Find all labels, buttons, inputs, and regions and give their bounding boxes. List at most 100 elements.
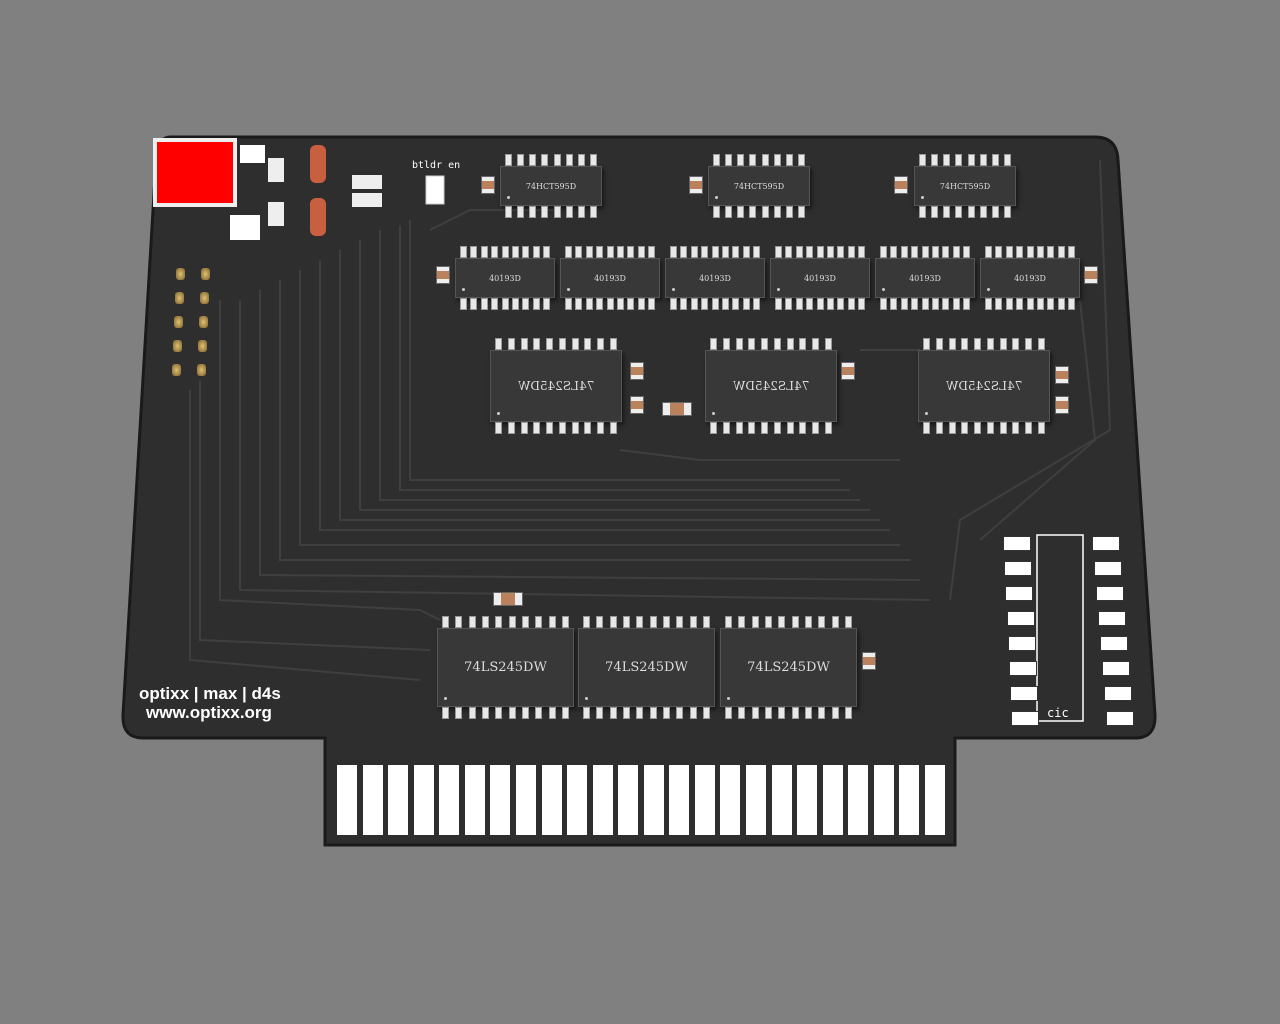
cic-pad	[1094, 561, 1122, 576]
chip-label: 74LS245DW	[517, 379, 595, 393]
cic-pad	[1106, 711, 1134, 726]
edge-connector-finger	[362, 765, 383, 835]
ic-chip: 74LS245DW	[490, 338, 622, 434]
chip-label: 40193D	[1014, 273, 1046, 283]
pin1-marker	[715, 196, 718, 199]
ic-chip: 74HCT595D	[914, 154, 1016, 218]
ic-pins	[985, 298, 1075, 310]
pin1-marker	[727, 697, 730, 700]
ic-pins	[710, 422, 832, 434]
ic-pins	[919, 206, 1011, 218]
pin1-marker	[567, 288, 570, 291]
edge-connector-finger	[873, 765, 894, 835]
ic-pins	[775, 246, 865, 258]
ic-pins	[985, 246, 1075, 258]
ic-pins	[460, 298, 550, 310]
diode	[310, 145, 326, 183]
edge-connector-finger	[567, 765, 588, 835]
edge-connector-finger	[643, 765, 664, 835]
header-pin	[197, 364, 206, 376]
edge-connector-finger	[797, 765, 818, 835]
ic-chip: 74LS245DW	[720, 616, 857, 719]
ic-pins	[565, 298, 655, 310]
pin1-marker	[462, 288, 465, 291]
credit-line-1: optixx | max | d4s	[139, 684, 281, 703]
header-pin	[173, 340, 182, 352]
chip-label: 40193D	[489, 273, 521, 283]
edge-connector-finger	[337, 765, 357, 835]
ic-pins	[505, 206, 597, 218]
capacitor	[1055, 366, 1069, 384]
ic-pins	[880, 246, 970, 258]
ic-chip: 74LS245DW	[918, 338, 1050, 434]
capacitor	[862, 652, 876, 670]
pin1-marker	[882, 288, 885, 291]
cic-pad	[1007, 636, 1036, 651]
edge-connector-finger	[925, 765, 945, 835]
credit-line-2: www.optixx.org	[146, 703, 272, 722]
cic-pad	[1104, 686, 1132, 701]
edge-connector-finger	[771, 765, 792, 835]
ic-pins	[583, 707, 710, 719]
ic-pins	[923, 422, 1045, 434]
capacitor	[689, 176, 703, 194]
pin1-marker	[507, 196, 510, 199]
capacitor	[436, 266, 450, 284]
edge-connector-finger	[464, 765, 485, 835]
ic-pins	[725, 616, 852, 628]
ic-chip: 74LS245DW	[578, 616, 715, 719]
edge-connector-finger	[899, 765, 920, 835]
capacitor	[493, 592, 523, 606]
pin1-marker	[777, 288, 780, 291]
pin1-marker	[921, 196, 924, 199]
bootloader-jumper	[425, 175, 445, 205]
pin1-marker	[925, 412, 928, 415]
ic-pins	[460, 246, 550, 258]
ic-pins	[442, 707, 569, 719]
header-pin	[175, 292, 184, 304]
chip-label: 74HCT595D	[939, 181, 991, 191]
capacitor	[630, 396, 644, 414]
ic-pins	[713, 154, 805, 166]
chip-label: 40193D	[909, 273, 941, 283]
ic-pins	[713, 206, 805, 218]
edge-connector-finger	[490, 765, 511, 835]
ic-chip: 74HCT595D	[708, 154, 810, 218]
diode	[310, 198, 326, 236]
edge-connector-finger	[694, 765, 715, 835]
header-pin	[200, 292, 209, 304]
edge-connector-finger	[669, 765, 690, 835]
ic-pins	[880, 298, 970, 310]
chip-label: 74LS245DW	[732, 379, 810, 393]
cic-pad	[1096, 586, 1124, 601]
ic-pins	[670, 298, 760, 310]
usb-connector	[153, 138, 237, 207]
ic-chip: 40193D	[875, 246, 975, 310]
capacitor	[630, 362, 644, 380]
ic-chip: 40193D	[770, 246, 870, 310]
ic-chip: 74LS245DW	[437, 616, 574, 719]
pin1-marker	[672, 288, 675, 291]
header-pin	[199, 316, 208, 328]
edge-connector-finger	[618, 765, 639, 835]
ic-pins	[565, 246, 655, 258]
cic-label: cic	[1047, 706, 1069, 720]
chip-label: 74LS245DW	[464, 660, 547, 675]
pin1-marker	[585, 697, 588, 700]
ic-pins	[919, 154, 1011, 166]
cic-pad	[1102, 661, 1130, 676]
ic-chip: 40193D	[980, 246, 1080, 310]
ic-pins	[505, 154, 597, 166]
ic-chip: 40193D	[665, 246, 765, 310]
ic-chip: 40193D	[560, 246, 660, 310]
chip-label: 40193D	[699, 273, 731, 283]
pin1-marker	[712, 412, 715, 415]
ic-pins	[775, 298, 865, 310]
edge-connector-finger	[515, 765, 536, 835]
cic-pad	[1004, 561, 1033, 576]
cic-pad	[1011, 711, 1040, 726]
pin1-marker	[987, 288, 990, 291]
ic-pins	[670, 246, 760, 258]
cic-pad	[1009, 661, 1037, 676]
